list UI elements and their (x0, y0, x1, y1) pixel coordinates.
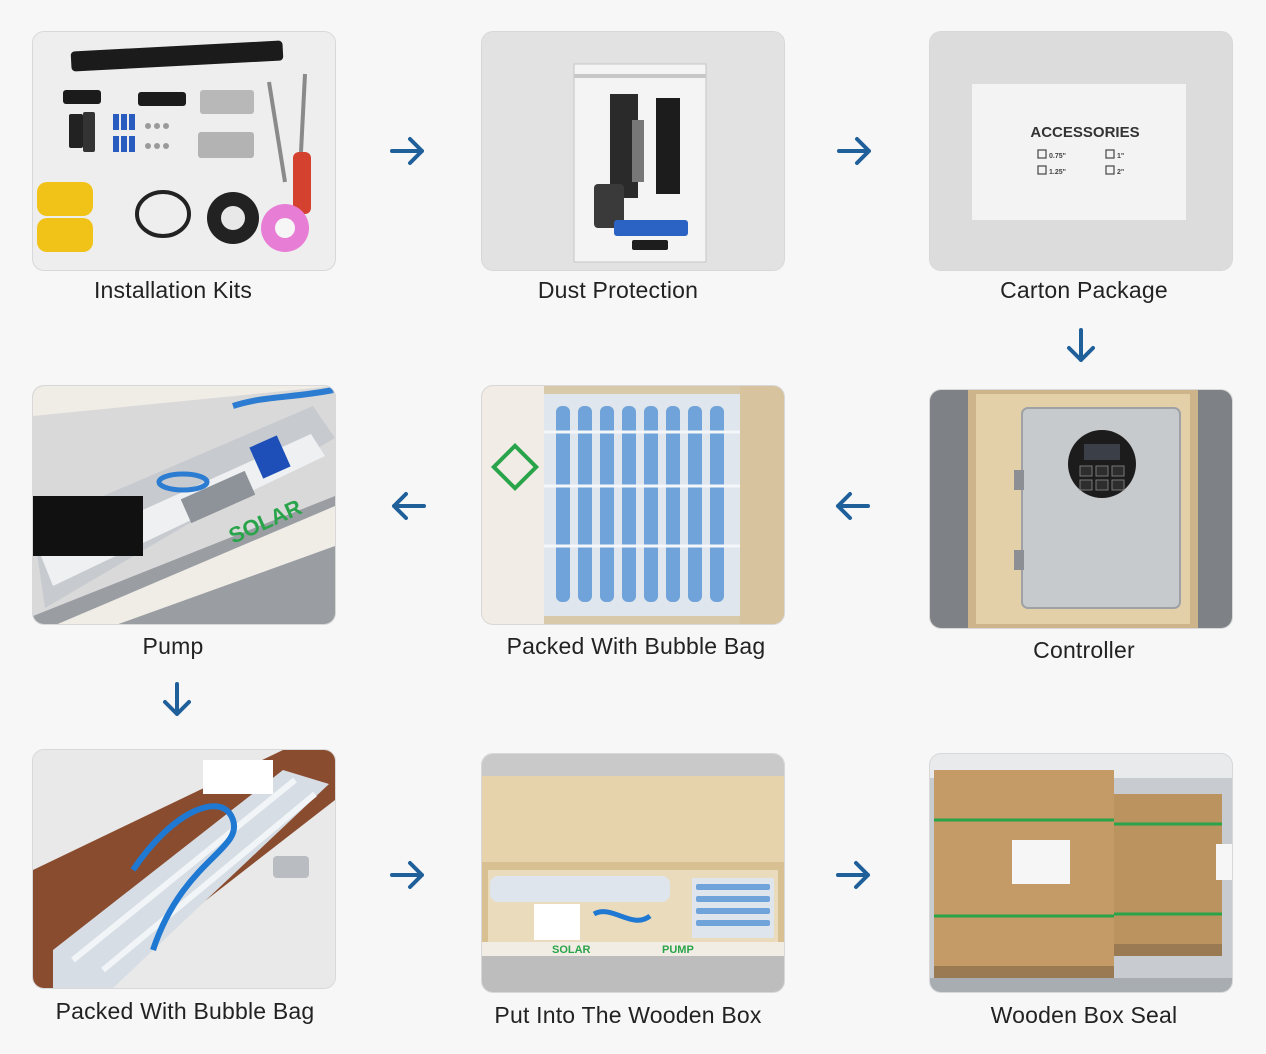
carton-label-option: 1" (1117, 153, 1124, 160)
arrow-right-icon (388, 855, 428, 895)
step-caption-pump: Pump (142, 633, 204, 659)
dust-protection-photo (481, 31, 785, 271)
carton-package-photo: ACCESSORIES 0.75" 1" 1.25" 2" (929, 31, 1233, 271)
bubble-bag-photo-1 (481, 385, 785, 625)
arrow-left-icon (388, 486, 428, 526)
step-caption-wooden-box: Put Into The Wooden Box (494, 1002, 762, 1028)
wooden-box-seal-photo (929, 753, 1233, 993)
step-caption-packed-bubble-bag-2: Packed With Bubble Bag (55, 998, 315, 1024)
arrow-down-icon (157, 680, 197, 720)
carton-label-option: 0.75" (1049, 153, 1066, 160)
step-caption-carton-package: Carton Package (1000, 277, 1168, 303)
arrow-down-icon (1061, 326, 1101, 366)
bubble-bag-photo-2 (32, 749, 336, 989)
carton-label-option: 1.25" (1049, 169, 1066, 176)
box-print-solar: SOLAR (552, 944, 591, 956)
installation-kits-photo (32, 31, 336, 271)
step-caption-controller: Controller (1033, 637, 1135, 663)
step-caption-dust-protection: Dust Protection (537, 277, 699, 303)
wooden-box-photo: SOLAR PUMP (481, 753, 785, 993)
box-print-pump: PUMP (662, 944, 694, 956)
arrow-left-icon (832, 486, 872, 526)
controller-photo (929, 389, 1233, 629)
carton-label-option: 2" (1117, 169, 1124, 176)
arrow-right-icon (388, 131, 428, 171)
step-caption-installation-kits: Installation Kits (93, 277, 253, 303)
step-caption-wooden-box-seal: Wooden Box Seal (990, 1002, 1178, 1028)
arrow-right-icon (835, 131, 875, 171)
step-caption-packed-bubble-bag-1: Packed With Bubble Bag (506, 633, 766, 659)
arrow-right-icon (834, 855, 874, 895)
pump-photo: SOLAR (32, 385, 336, 625)
carton-label-title: ACCESSORIES (1030, 124, 1139, 141)
